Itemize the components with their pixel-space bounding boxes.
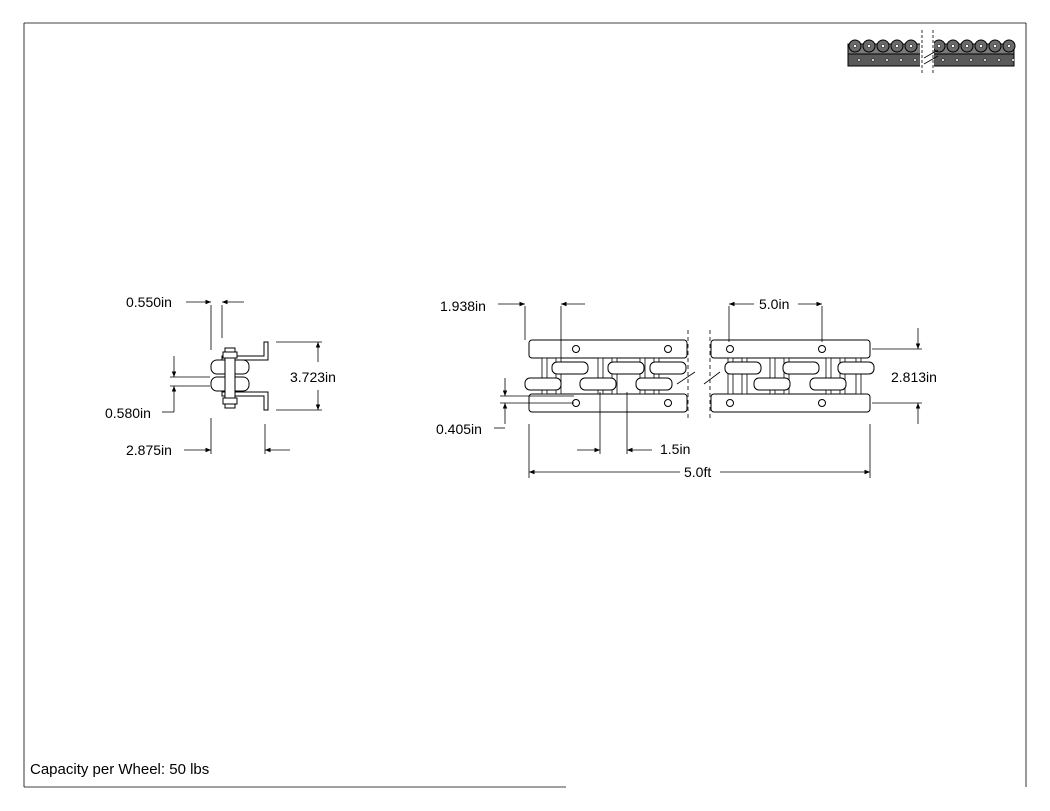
- dim-label-2813: 2.813in: [891, 369, 937, 385]
- thumb-hole: [955, 58, 959, 62]
- axle: [727, 357, 734, 395]
- mount-hole: [664, 399, 672, 407]
- wheel: [753, 377, 791, 391]
- thumbnail-wheels: [848, 39, 1016, 62]
- wheel: [782, 361, 820, 375]
- wheel: [649, 361, 687, 375]
- dim-label-1938: 1.938in: [440, 298, 486, 314]
- wheel: [524, 377, 562, 391]
- axle: [855, 357, 862, 395]
- axle: [541, 357, 548, 395]
- axle: [825, 357, 832, 395]
- mount-hole: [818, 399, 826, 407]
- thumb-wheel-hub: [895, 44, 899, 48]
- thumb-wheel-hub: [965, 44, 969, 48]
- dim-label-15in: 1.5in: [660, 441, 690, 457]
- axle: [653, 357, 660, 395]
- axles: [541, 357, 862, 395]
- thumb-hole: [885, 58, 889, 62]
- side-view: [162, 299, 322, 454]
- thumb-wheel-hub: [951, 44, 955, 48]
- mount-hole: [818, 345, 826, 353]
- axle: [741, 357, 748, 395]
- thumb-wheel-hub: [881, 44, 885, 48]
- thumb-wheel-hub: [1007, 44, 1011, 48]
- dim-label-3723: 3.723in: [290, 369, 336, 385]
- mount-hole: [726, 399, 734, 407]
- wheel: [579, 377, 617, 391]
- capacity-note: Capacity per Wheel: 50 lbs: [30, 761, 210, 778]
- dim-label-2875: 2.875in: [126, 442, 172, 458]
- thumb-hole: [941, 58, 945, 62]
- dim-label-5in: 5.0in: [759, 296, 789, 312]
- thumb-wheel-hub: [853, 44, 857, 48]
- sheet-border: [23, 22, 1027, 788]
- wheel: [809, 377, 847, 391]
- thumb-hole: [969, 58, 973, 62]
- axle: [769, 357, 776, 395]
- thumb-wheel-hub: [867, 44, 871, 48]
- mount-hole: [726, 345, 734, 353]
- thumb-hole: [857, 58, 861, 62]
- thumb-hole: [899, 58, 903, 62]
- axle: [783, 357, 790, 395]
- thumb-hole: [983, 58, 987, 62]
- mount-hole: [664, 345, 672, 353]
- axle: [555, 357, 562, 395]
- axle: [611, 357, 618, 395]
- top-view: [494, 301, 922, 478]
- thumb-wheel-hub: [993, 44, 997, 48]
- thumb-hole: [997, 58, 1001, 62]
- axle: [639, 357, 646, 395]
- thumb-hole: [913, 58, 917, 62]
- wheel: [551, 361, 589, 375]
- dim-label-0550: 0.550in: [126, 294, 172, 310]
- axle: [839, 357, 846, 395]
- dim-label-0405: 0.405in: [436, 421, 482, 437]
- thumb-wheel-hub: [937, 44, 941, 48]
- thumb-hole: [871, 58, 875, 62]
- wheel: [724, 361, 762, 375]
- thumb-wheel-hub: [909, 44, 913, 48]
- axle: [597, 357, 604, 395]
- wheel: [607, 361, 645, 375]
- dim-label-0580: 0.580in: [105, 405, 151, 421]
- wheel: [635, 377, 673, 391]
- isometric-thumbnail: [847, 30, 1016, 75]
- wheel-row: [524, 361, 875, 391]
- mount-hole: [572, 345, 580, 353]
- thumb-hole: [1011, 58, 1015, 62]
- wheel: [837, 361, 875, 375]
- dim-label-5ft: 5.0ft: [684, 464, 711, 480]
- thumb-wheel-hub: [979, 44, 983, 48]
